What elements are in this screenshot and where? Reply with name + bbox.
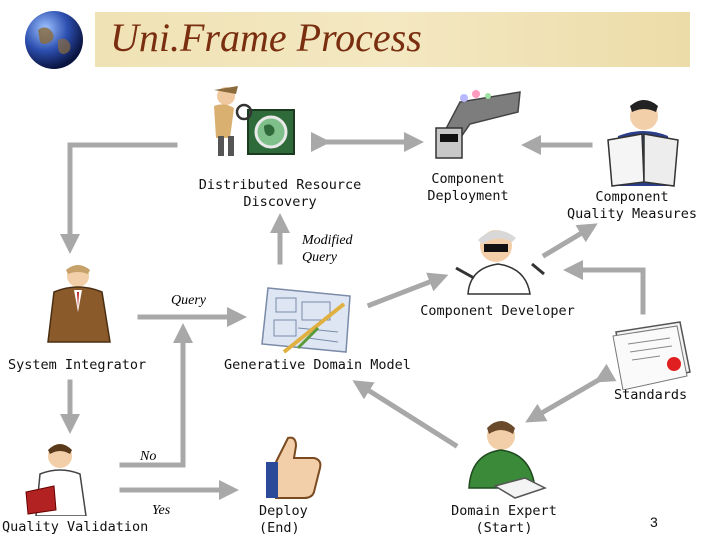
- businessman-icon: [47, 265, 111, 343]
- arrow-no-to-gdm: [119, 323, 193, 468]
- gdm-label: Generative Domain Model: [224, 357, 411, 373]
- quality-measures-label: Component Quality Measures: [566, 189, 698, 222]
- integrator-label: System Integrator: [8, 357, 147, 373]
- developer-label: Component Developer: [420, 303, 575, 319]
- developer-icon: [455, 230, 545, 295]
- deployment-machine-icon: [435, 90, 521, 159]
- title-banner: [95, 12, 690, 67]
- arrow-standards-expert: [525, 363, 617, 423]
- reader-icon: [25, 444, 87, 516]
- page-title: Uni.Frame Process: [110, 15, 422, 60]
- discovery-label: Distributed Resource Discovery: [198, 177, 362, 210]
- expert-label: Domain Expert (Start): [451, 503, 557, 536]
- arrow-gdm-to-developer: [366, 272, 449, 309]
- thumbs-up-icon: [266, 436, 322, 499]
- reading-man-icon: [607, 100, 679, 187]
- arrow-standards-to-developer: [563, 260, 646, 315]
- arrow-expert-to-gdm: [352, 380, 459, 449]
- document-seal-icon: [612, 321, 691, 390]
- modified-query-label: Modified Query: [302, 233, 353, 265]
- deploy-end-label: Deploy (End): [259, 503, 308, 536]
- globe-icon: [25, 11, 83, 69]
- no-label: No: [140, 449, 157, 464]
- standards-label: Standards: [614, 387, 688, 403]
- detective-icon: [214, 86, 295, 156]
- arrow-developer-to-quality: [541, 223, 598, 259]
- deployment-label: Component Deployment: [427, 171, 509, 204]
- query-label: Query: [171, 293, 206, 308]
- arrow-discovery-to-integrator: [60, 142, 178, 254]
- yes-label: Yes: [152, 503, 171, 518]
- expert-icon: [468, 421, 547, 499]
- validation-label: Quality Validation: [2, 519, 149, 535]
- blueprint-icon: [261, 287, 351, 354]
- page-number: 3: [650, 514, 658, 530]
